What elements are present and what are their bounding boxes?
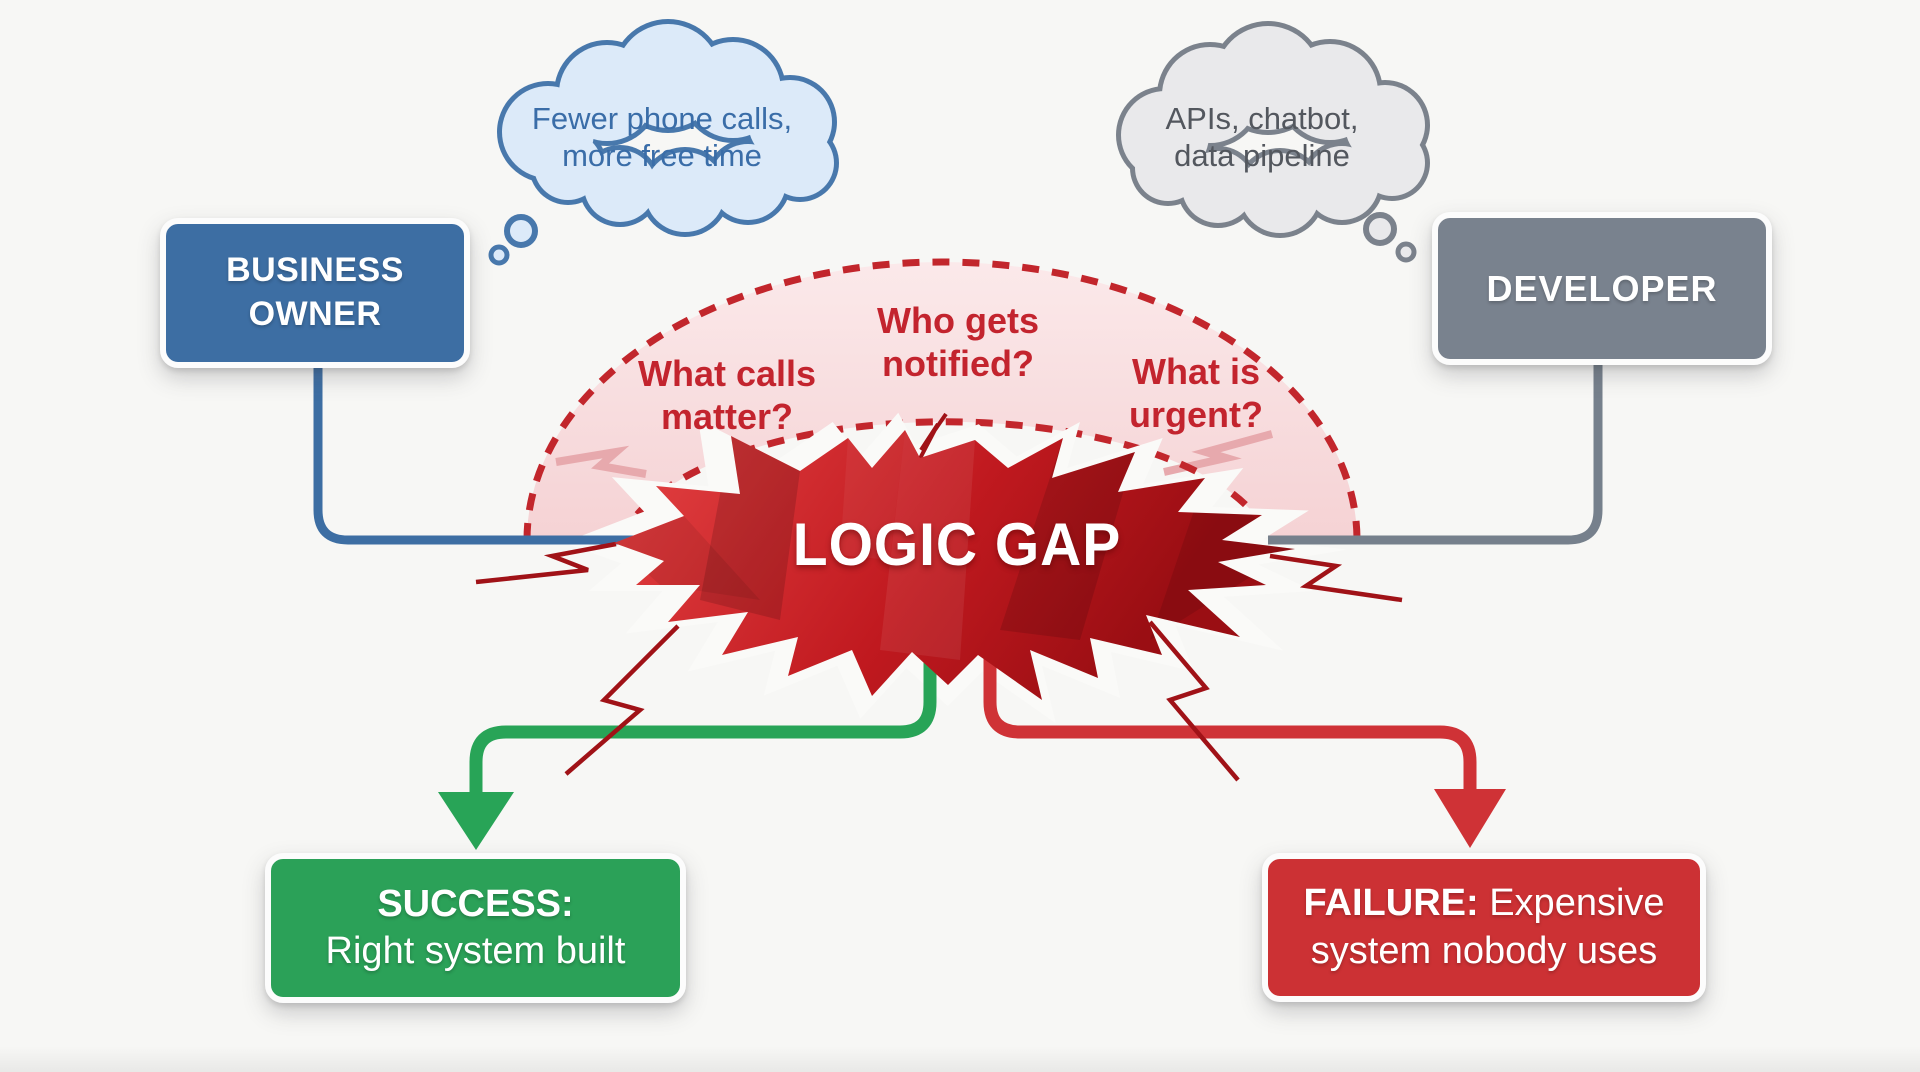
- business-owner-label-line2: OWNER: [248, 295, 382, 333]
- business-owner-connector: [313, 366, 655, 545]
- failure-label-after-bold: Expensive: [1478, 882, 1665, 924]
- owner-thought-line1: Fewer phone calls,: [531, 101, 793, 136]
- gap-band-outer-arc: [523, 258, 1361, 541]
- failure-arrowhead-icon: [1434, 789, 1506, 848]
- failure-arrow-line: [983, 612, 1477, 796]
- developer-connector: [1268, 363, 1603, 545]
- failure-label-line2: system nobody uses: [1310, 929, 1658, 972]
- question-what-calls-matter: What calls matter?: [597, 352, 857, 438]
- developer-thought-cloud-icon: [1116, 21, 1430, 263]
- failure-label-bold: FAILURE:: [1303, 882, 1479, 924]
- band-crack-right-icon: [1163, 430, 1274, 476]
- owner-thought-cloud-icon: [488, 19, 839, 266]
- owner-thought-bubble-dot-small: [488, 244, 510, 266]
- question-1-line2: matter?: [660, 396, 794, 438]
- developer-node: DEVELOPER: [1432, 212, 1772, 365]
- question-1-line1: What calls: [637, 353, 817, 394]
- business-owner-node: BUSINESS OWNER: [160, 218, 470, 368]
- success-label-line2: Right system built: [325, 930, 626, 972]
- band-crack-left-icon: [555, 445, 647, 478]
- success-label-bold: SUCCESS:: [377, 882, 574, 925]
- question-2-line2: notified?: [882, 343, 1034, 385]
- owner-thought-line2: more free time: [562, 138, 762, 174]
- question-what-is-urgent: What is urgent?: [1066, 350, 1326, 436]
- gap-band: [527, 262, 1357, 540]
- developer-thought-bubble-dot: [1363, 212, 1397, 246]
- owner-thought-bubble-dot: [504, 214, 538, 248]
- crack-lines: [475, 412, 1403, 782]
- logic-gap-label: LOGIC GAP: [792, 511, 1122, 578]
- developer-label: DEVELOPER: [1486, 267, 1718, 309]
- developer-thought-bubble-dot-small: [1395, 241, 1417, 263]
- developer-thought-text: APIs, chatbot, data pipeline: [1097, 100, 1427, 174]
- failure-label-line1: FAILURE: Expensive: [1303, 880, 1664, 928]
- success-arrow-line: [469, 600, 937, 800]
- business-owner-label-line1: BUSINESS: [226, 251, 404, 290]
- success-arrowhead-icon: [438, 792, 514, 850]
- question-3-line2: urgent?: [1129, 394, 1263, 436]
- failure-node: FAILURE: Expensive system nobody uses: [1262, 853, 1706, 1002]
- owner-thought-text: Fewer phone calls, more free time: [497, 100, 827, 174]
- developer-thought-line2: data pipeline: [1174, 138, 1350, 174]
- question-3-line1: What is: [1131, 351, 1260, 392]
- question-who-gets-notified: Who gets notified?: [828, 299, 1088, 385]
- developer-thought-line1: APIs, chatbot,: [1165, 101, 1359, 136]
- question-2-line1: Who gets: [877, 300, 1039, 341]
- success-node: SUCCESS: Right system built: [265, 853, 686, 1003]
